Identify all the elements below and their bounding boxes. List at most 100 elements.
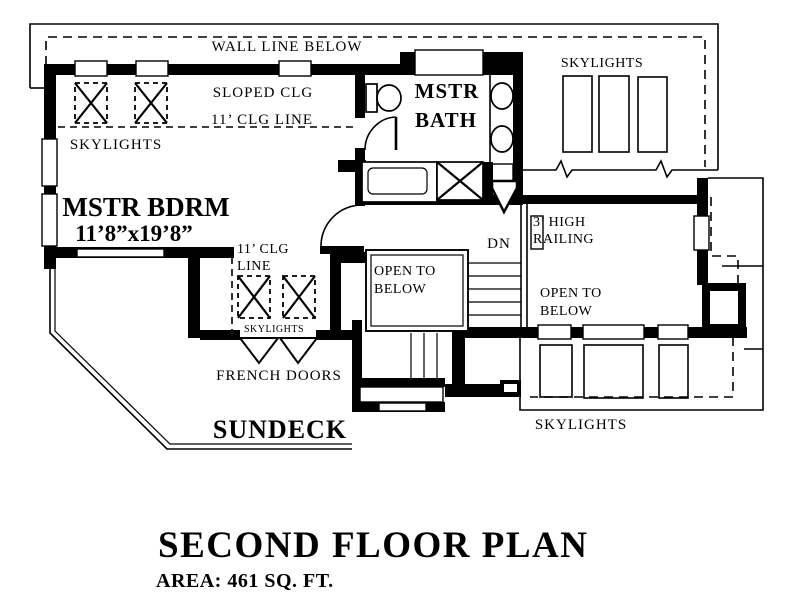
window [135,60,169,77]
label-wall-line-below: WALL LINE BELOW [211,39,362,55]
wall-deck-east [352,320,362,412]
label-open-below-right-line1: OPEN TO [540,286,602,301]
deck-rail-inner [54,269,352,445]
wall-bedroom-east-upper [355,64,365,118]
label-mstr-bath-line2: BATH [415,108,477,132]
bedroom-door-leaf [320,246,364,254]
label-dn: DN [487,236,511,252]
label-open-below-mid-line2: BELOW [374,282,427,297]
french-door-leaf [237,337,281,365]
stairwell-opening-outer [365,249,469,332]
window [41,138,58,187]
stairwell-opening-inner [370,254,464,327]
label-open-below-right-line2: BELOW [540,304,593,319]
french-door-leaf [278,337,320,365]
porch-post-slot [504,384,517,392]
wall-bedroom-north [44,64,410,75]
toilet-tank [365,83,378,113]
skylight-panel [583,344,644,399]
deck-stairs [359,333,444,403]
skylight-hatch [74,82,108,124]
window [41,193,58,247]
chimney-flue [710,291,738,324]
skylight-panel [637,76,668,153]
skylight-panel [539,344,573,398]
label-skylights-bottom-right: SKYLIGHTS [535,417,627,433]
label-mstr-bdrm: MSTR BDRM [62,192,229,222]
french-doors [237,337,320,365]
wall-alcove-west [188,252,200,338]
wall-alcove-east [330,252,341,332]
wall-shower-east [483,162,493,205]
label-skylights-alcove: SKYLIGHTS [244,324,304,335]
wall-right-east-upper [697,178,708,218]
roof-break-line [523,159,718,179]
bath-door-swing [364,116,397,151]
wall-bath-east [513,52,523,198]
skylight-hatch [282,275,316,319]
label-french-doors: FRENCH DOORS [216,368,342,384]
bedroom-door-swing [320,204,363,247]
stair-direction-arrow-icon [490,179,519,215]
plan-title: SECOND FLOOR PLAN [158,525,588,566]
wall-french-left [200,330,240,340]
skylight-hatches [74,82,316,319]
window-bath [414,49,484,76]
window [693,215,710,251]
master-bath-fixtures [361,75,514,205]
label-11-clg-line: 11’ CLG LINE [211,112,313,128]
skylight-panel [562,75,593,153]
label-clg-mid-line2: LINE [237,259,271,274]
deck-rail-outer [49,269,352,450]
label-skylights-left: SKYLIGHTS [70,137,162,153]
open-to-below-box [365,249,469,332]
skylight-hatch [134,82,168,124]
window [582,324,645,340]
sundeck-outline [49,269,352,450]
roof-skylights [539,75,689,399]
label-mstr-bdrm-dimensions: 11’8”x19’8” [75,221,193,246]
bathtub-basin [367,167,428,195]
roof-line-top [29,23,719,170]
wall-alcove-northeast [330,252,372,263]
wall-right-east-lower [697,249,708,285]
plan-area: AREA: 461 SQ. FT. [156,570,334,592]
window [278,60,312,77]
toilet-bowl [376,84,402,112]
label-mstr-bath-line1: MSTR [415,79,480,103]
roof-dashed-right-upper [710,197,739,283]
label-open-below-mid-line1: OPEN TO [374,264,436,279]
window [74,60,108,77]
label-skylights-top-right: SKYLIGHTS [561,56,643,71]
wall-deck-stair-east [452,330,465,387]
wall-french-right [316,330,362,340]
skylight-panel [658,344,689,399]
roof-dashed-right-lower [530,337,734,398]
sink [490,82,514,110]
wall-landing-north [358,378,445,387]
dashed-lines [45,36,739,398]
window [537,324,572,340]
stair-landing [359,386,444,403]
shower-x [436,161,484,201]
label-railing-line1: 3’ HIGH [533,215,586,230]
wall-railing-north [520,195,708,204]
stairs-dn [468,179,528,327]
windows [41,49,710,412]
bathtub [361,161,438,203]
label-sloped-clg: SLOPED CLG [213,85,313,101]
wall-bath-southwest [338,160,366,172]
window-deck [378,402,427,412]
wall-bedroom-east-mid [355,148,365,206]
wall-line-below-dashed [45,36,706,167]
skylight-panel [598,75,630,153]
skylight-hatch [237,275,271,319]
label-sundeck: SUNDECK [213,415,347,444]
railing-post [530,215,544,250]
window [76,248,165,258]
sink [490,125,514,153]
label-clg-mid-line1: 11’ CLG [237,242,289,257]
window [657,324,689,340]
